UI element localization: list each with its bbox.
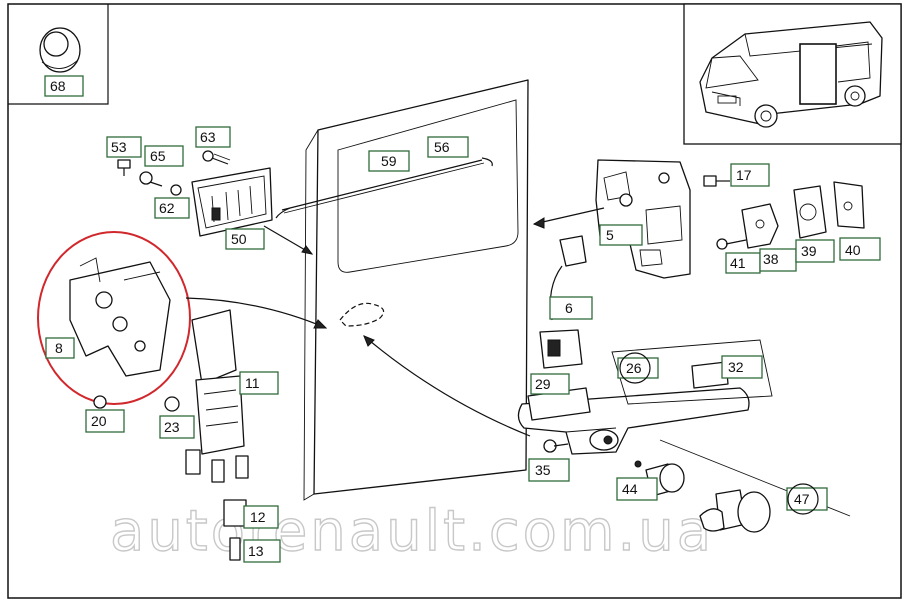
svg-text:35: 35 bbox=[535, 462, 551, 478]
svg-text:39: 39 bbox=[801, 243, 817, 259]
plate-39 bbox=[793, 185, 827, 239]
svg-text:26: 26 bbox=[626, 360, 642, 376]
callout-26[interactable]: 26 bbox=[617, 352, 659, 384]
svg-text:65: 65 bbox=[150, 148, 166, 164]
svg-text:59: 59 bbox=[381, 153, 397, 169]
callout-13[interactable]: 13 bbox=[243, 539, 281, 563]
outer-frame bbox=[7, 3, 902, 599]
pointer-arrows bbox=[185, 207, 605, 437]
svg-text:5: 5 bbox=[606, 227, 614, 243]
callout-56[interactable]: 56 bbox=[427, 136, 469, 158]
connector-12 bbox=[223, 499, 247, 527]
svg-text:53: 53 bbox=[111, 139, 127, 155]
svg-text:44: 44 bbox=[622, 481, 638, 497]
svg-text:29: 29 bbox=[535, 376, 551, 392]
rear-lock-5 bbox=[595, 159, 691, 279]
callout-40[interactable]: 40 bbox=[839, 237, 881, 261]
callout-53[interactable]: 53 bbox=[106, 136, 142, 158]
pin-13 bbox=[229, 537, 241, 561]
front-lock-8 bbox=[69, 257, 171, 377]
van-illustration bbox=[699, 21, 883, 128]
callout-8[interactable]: 8 bbox=[45, 337, 75, 359]
callout-63[interactable]: 63 bbox=[195, 126, 231, 148]
svg-text:32: 32 bbox=[728, 359, 744, 375]
screw-20 bbox=[93, 395, 107, 409]
svg-text:63: 63 bbox=[200, 129, 216, 145]
highlight-ring bbox=[37, 231, 191, 405]
plate-40 bbox=[833, 181, 865, 229]
screw-53 bbox=[117, 159, 131, 176]
watermark: autorenault.com.ua bbox=[110, 499, 714, 564]
svg-text:6: 6 bbox=[565, 300, 573, 316]
svg-text:17: 17 bbox=[736, 167, 752, 183]
nut-62 bbox=[170, 184, 182, 196]
callout-20[interactable]: 20 bbox=[85, 409, 125, 433]
screw-35 bbox=[543, 439, 569, 453]
svg-text:50: 50 bbox=[231, 231, 247, 247]
svg-text:11: 11 bbox=[245, 375, 260, 391]
svg-text:38: 38 bbox=[763, 251, 779, 267]
svg-text:56: 56 bbox=[434, 139, 450, 155]
plug-68 bbox=[39, 27, 81, 73]
callout-5[interactable]: 5 bbox=[599, 224, 643, 246]
callout-62[interactable]: 62 bbox=[154, 197, 190, 219]
actuator-11 bbox=[185, 309, 249, 483]
callout-41[interactable]: 41 bbox=[725, 252, 761, 274]
svg-text:8: 8 bbox=[55, 340, 63, 356]
callout-12[interactable]: 12 bbox=[243, 505, 279, 529]
svg-text:12: 12 bbox=[250, 509, 266, 525]
callout-68[interactable]: 68 bbox=[44, 75, 84, 97]
bolt-65 bbox=[139, 171, 163, 187]
sliding-door-panel bbox=[303, 79, 529, 501]
clip-23 bbox=[164, 396, 180, 412]
screw-63 bbox=[202, 150, 231, 165]
callout-29[interactable]: 29 bbox=[530, 373, 570, 395]
cover-outline bbox=[611, 339, 773, 405]
svg-text:13: 13 bbox=[248, 543, 264, 559]
callout-32[interactable]: 32 bbox=[721, 355, 763, 379]
callout-50[interactable]: 50 bbox=[225, 228, 265, 250]
screw-41 bbox=[716, 238, 747, 250]
svg-text:20: 20 bbox=[91, 413, 107, 429]
inner-handle-50 bbox=[191, 167, 273, 237]
callout-65[interactable]: 65 bbox=[144, 145, 184, 167]
svg-text:62: 62 bbox=[159, 200, 175, 216]
svg-text:41: 41 bbox=[730, 255, 746, 271]
callout-39[interactable]: 39 bbox=[795, 239, 835, 263]
svg-text:23: 23 bbox=[164, 419, 180, 435]
switch-6 bbox=[539, 235, 587, 369]
callout-38[interactable]: 38 bbox=[759, 248, 797, 272]
svg-text:68: 68 bbox=[50, 78, 66, 94]
cap-32 bbox=[691, 361, 729, 389]
svg-text:47: 47 bbox=[794, 491, 810, 507]
callout-44[interactable]: 44 bbox=[616, 477, 658, 501]
callout-47[interactable]: 47 bbox=[786, 483, 828, 515]
screw-17 bbox=[703, 175, 730, 187]
callout-35[interactable]: 35 bbox=[528, 458, 570, 482]
callout-23[interactable]: 23 bbox=[159, 415, 195, 439]
callout-17[interactable]: 17 bbox=[730, 163, 770, 187]
callout-6[interactable]: 6 bbox=[549, 296, 593, 320]
callout-59[interactable]: 59 bbox=[368, 150, 410, 172]
inset-68-frame bbox=[8, 4, 109, 105]
striker-38 bbox=[741, 203, 779, 249]
callout-11[interactable]: 11 bbox=[239, 371, 279, 395]
keys-47 bbox=[699, 489, 771, 533]
svg-text:40: 40 bbox=[845, 242, 861, 258]
